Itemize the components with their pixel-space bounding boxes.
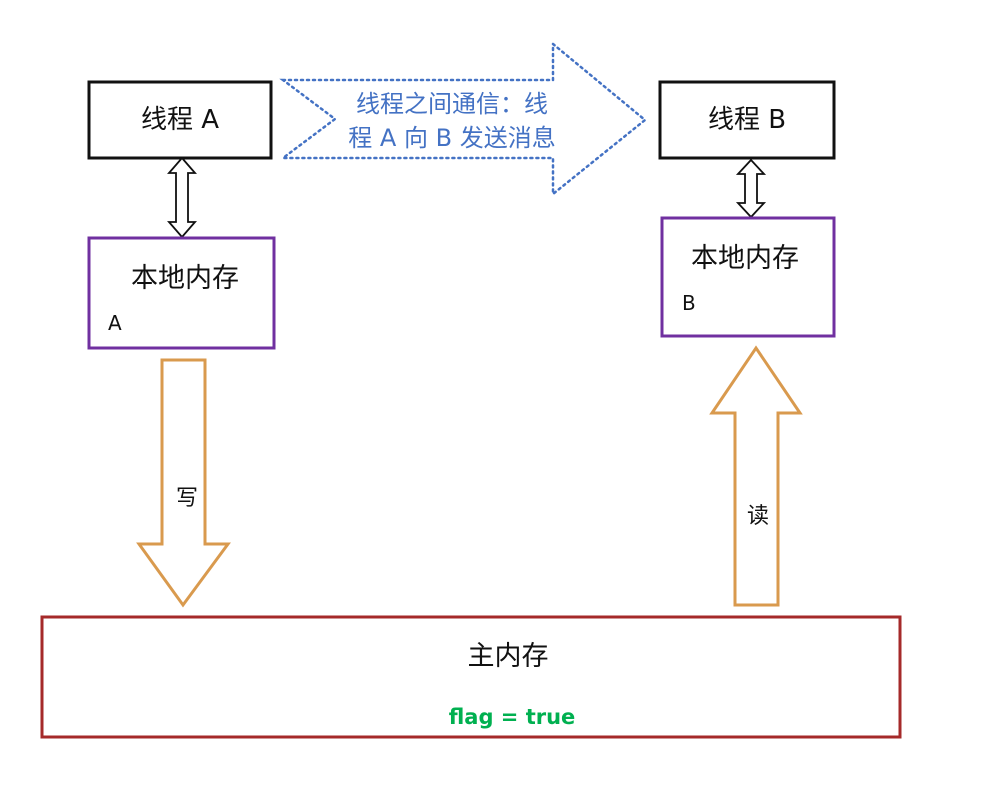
local-memory-a-box: 本地内存 A xyxy=(87,236,276,350)
thread-a-border xyxy=(87,80,273,160)
local-memory-b-border xyxy=(660,216,836,338)
communication-text-line-1: 线程之间通信：线 xyxy=(356,90,548,118)
double-arrow-icon xyxy=(735,158,767,219)
thread-b-box: 线程 B xyxy=(658,80,836,160)
read-label: 读 xyxy=(747,504,769,529)
write-label: 写 xyxy=(176,486,198,511)
thread-b-local-link-arrow xyxy=(735,158,767,219)
double-arrow-icon xyxy=(167,156,197,239)
local-memory-b-label: 本地内存 xyxy=(691,243,799,274)
main-memory-box: 主内存 flag = true xyxy=(40,615,902,739)
up-arrow-icon xyxy=(709,345,803,607)
communication-arrow: 线程之间通信：线 程 A 向 B 发送消息 xyxy=(279,41,647,197)
write-arrow: 写 xyxy=(136,358,231,608)
thread-a-label: 线程 A xyxy=(141,105,219,135)
thread-b-border xyxy=(658,80,836,160)
read-arrow: 读 xyxy=(709,345,803,607)
local-memory-b-box: 本地内存 B xyxy=(660,216,836,338)
main-memory-label: 主内存 xyxy=(468,641,549,672)
thread-b-label: 线程 B xyxy=(708,105,786,135)
thread-a-box: 线程 A xyxy=(87,80,273,160)
local-memory-a-border xyxy=(87,236,276,350)
main-memory-border xyxy=(40,615,902,739)
local-memory-a-label: 本地内存 xyxy=(131,263,239,294)
communication-arrow-outline xyxy=(279,41,647,197)
local-memory-a-sub: A xyxy=(108,311,122,335)
down-arrow-icon xyxy=(136,358,231,608)
communication-text-line-2: 程 A 向 B 发送消息 xyxy=(348,124,555,152)
local-memory-b-sub: B xyxy=(682,291,696,315)
flag-value: flag = true xyxy=(449,705,576,729)
thread-a-local-link-arrow xyxy=(167,156,197,239)
